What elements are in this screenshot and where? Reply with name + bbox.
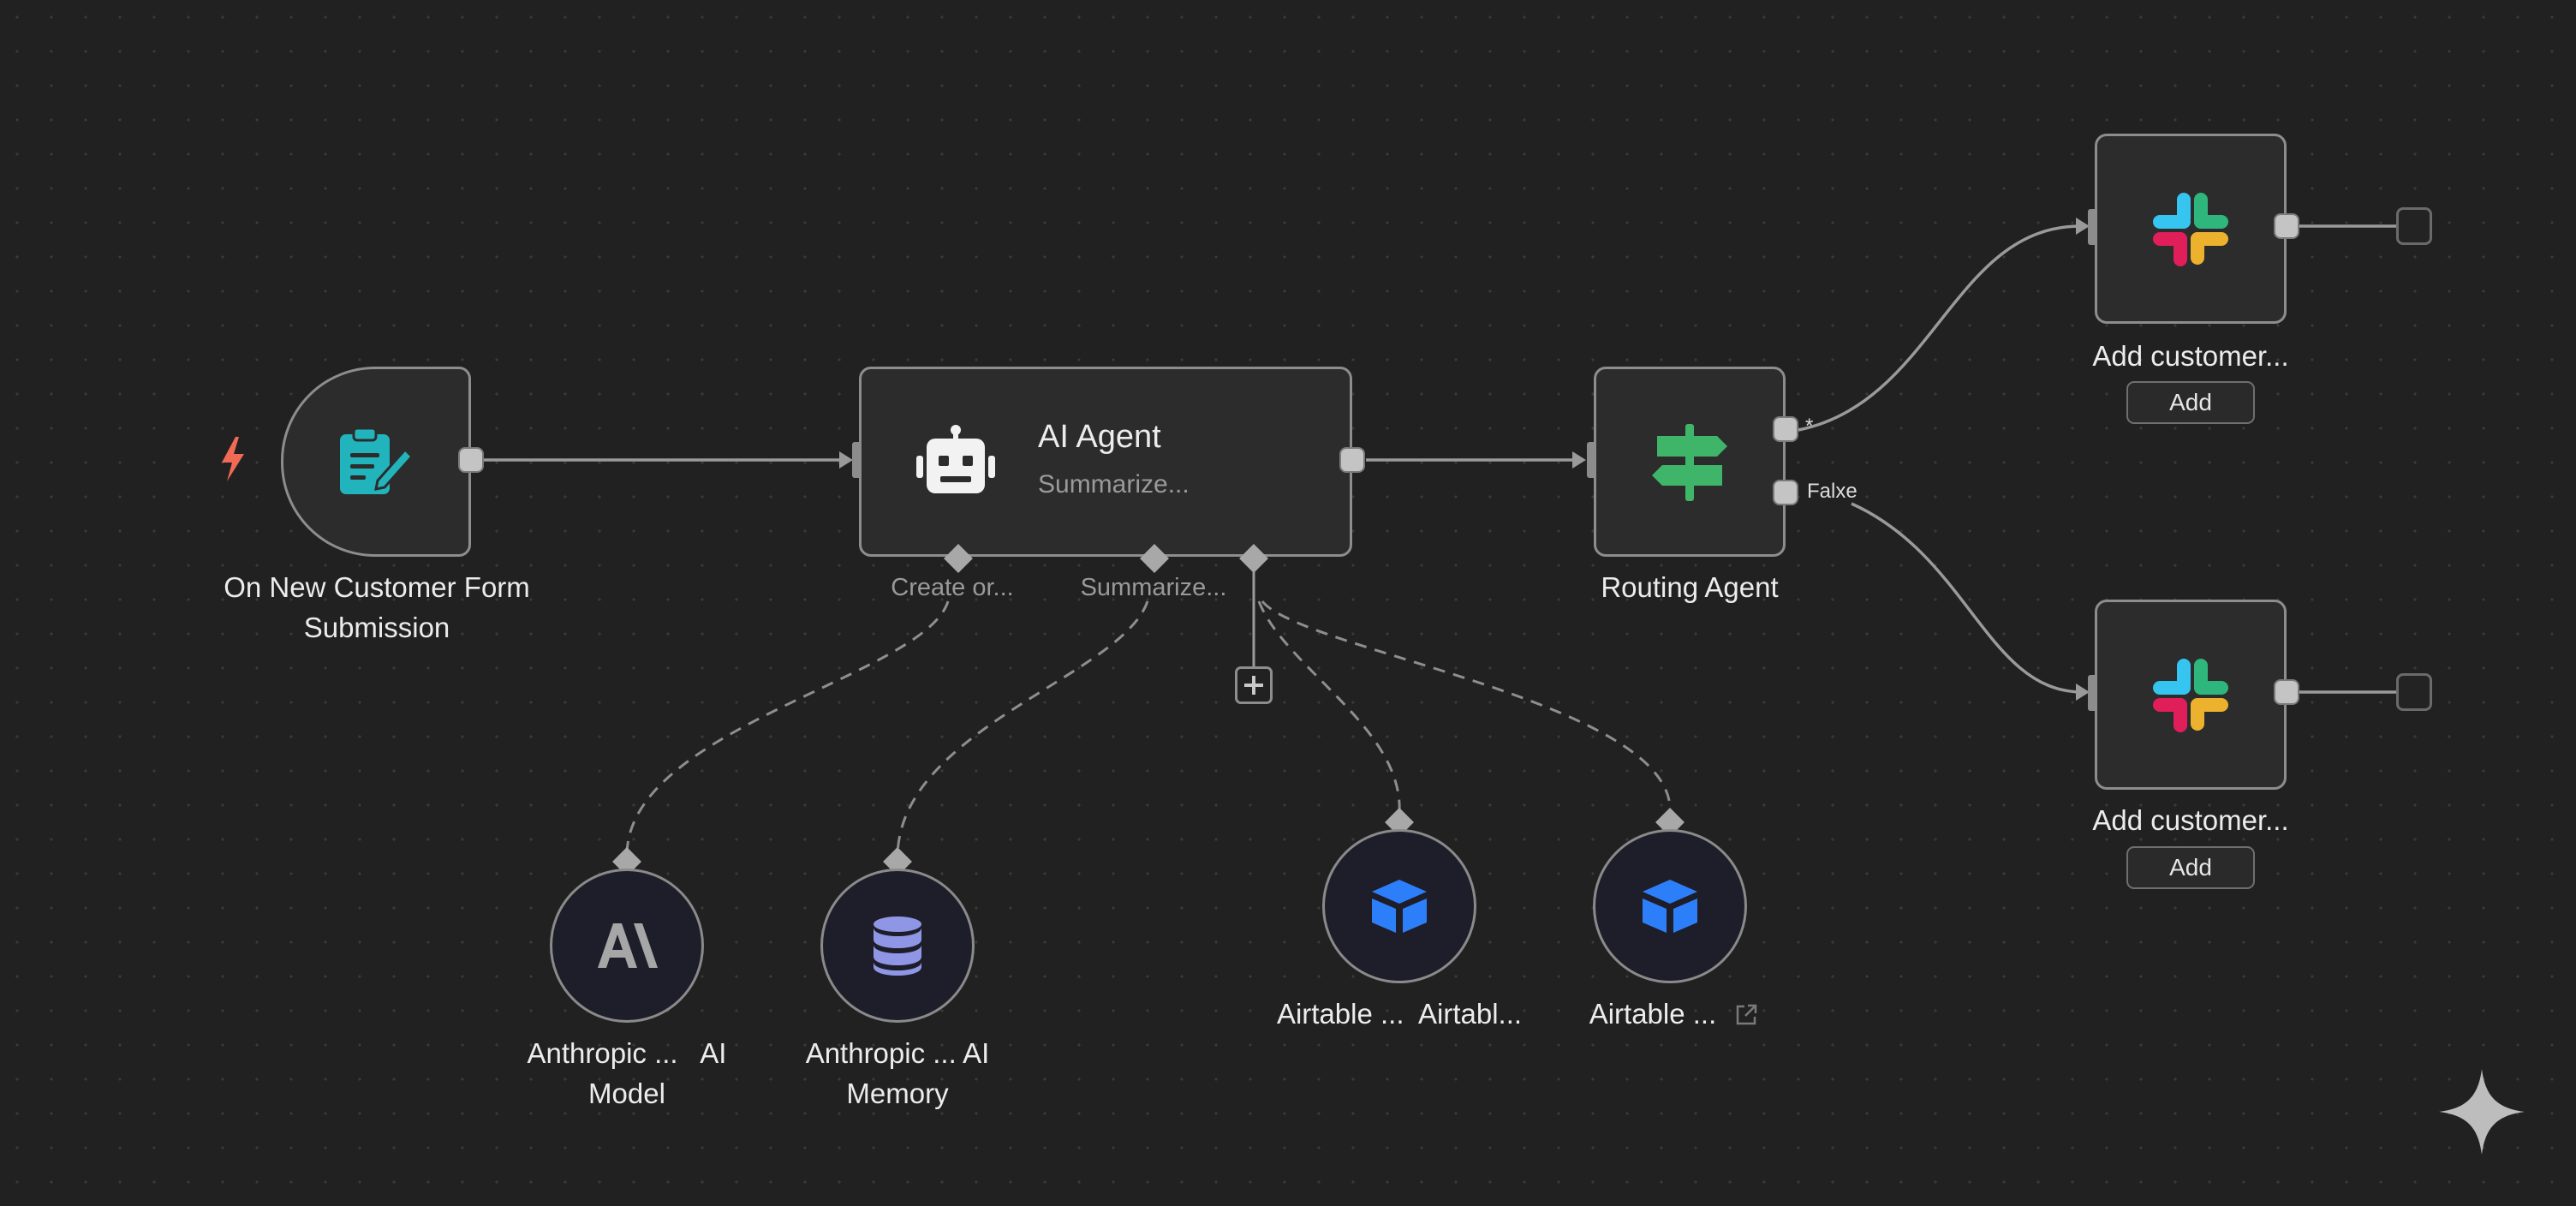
edge-routing-false-to-slack <box>1851 502 2084 694</box>
slack-true-add-button[interactable]: Add <box>2126 381 2255 424</box>
node-airtable-1[interactable] <box>1322 829 1476 983</box>
agent-subtitle: Summarize... <box>1038 470 1190 499</box>
slack-icon <box>2097 136 2284 321</box>
node-form-trigger[interactable] <box>281 367 471 557</box>
slack-icon <box>2097 602 2284 787</box>
slack-false-output-port[interactable] <box>2274 679 2299 705</box>
node-anthropic-memory[interactable] <box>820 869 975 1023</box>
anthropic-model-label-line1: Anthropic ... AI <box>527 1037 727 1069</box>
routing-output-true[interactable] <box>1773 416 1798 442</box>
slack-false-add-button[interactable]: Add <box>2126 846 2255 889</box>
port-summarize-label: Summarize... <box>1080 574 1227 601</box>
anthropic-memory-label: Anthropic ... AI Memory <box>769 1033 1026 1113</box>
trigger-label: On New Customer Form Submission <box>171 567 582 648</box>
node-ai-agent[interactable]: AI Agent Summarize... <box>859 367 1352 557</box>
trigger-indicator <box>216 435 250 483</box>
plus-icon <box>1244 676 1263 695</box>
true-branch-label: * <box>1805 415 1814 438</box>
trigger-label-line2: Submission <box>303 612 450 643</box>
edge-agent-to-airtable-2 <box>1261 600 1672 815</box>
signpost-icon <box>1596 369 1783 554</box>
airtable-2-label: Airtable ... <box>1589 998 1717 1030</box>
node-slack-false[interactable] <box>2095 600 2287 790</box>
false-branch-label: Falxe <box>1807 480 1857 503</box>
database-icon <box>823 871 972 1020</box>
anthropic-model-label: Anthropic ... AI Model <box>498 1033 755 1113</box>
node-slack-true[interactable] <box>2095 134 2287 324</box>
anthropic-memory-label-line2: Memory <box>846 1078 949 1109</box>
trigger-output-port[interactable] <box>458 447 484 473</box>
agent-title: AI Agent <box>1038 419 1161 455</box>
airtable-icon <box>1595 832 1744 981</box>
slack-false-end-handle[interactable] <box>2396 673 2432 711</box>
node-routing-agent[interactable] <box>1594 367 1786 557</box>
node-airtable-2[interactable] <box>1593 829 1747 983</box>
slack-true-label: Add customer... <box>2092 340 2289 372</box>
anthropic-memory-label-line1: Anthropic ... AI <box>805 1037 990 1069</box>
routing-output-false[interactable] <box>1773 480 1798 505</box>
external-link-icon[interactable] <box>1732 1000 1761 1030</box>
slack-false-label: Add customer... <box>2092 804 2289 836</box>
airtable-1-label: Airtable ... Airtabl... <box>1276 998 1523 1030</box>
edge-agent-to-anthropic-memory <box>896 600 1149 857</box>
routing-label: Routing Agent <box>1601 571 1779 603</box>
edge-routing-true-to-slack <box>1798 224 2084 432</box>
airtable-icon <box>1325 832 1474 981</box>
add-tool-button[interactable] <box>1235 666 1273 704</box>
anthropic-icon <box>552 871 701 1020</box>
slack-true-output-port[interactable] <box>2274 213 2299 239</box>
anthropic-model-label-line2: Model <box>588 1078 665 1109</box>
node-anthropic-model[interactable] <box>550 869 704 1023</box>
lightning-icon <box>222 437 244 481</box>
edge-agent-to-airtable-1 <box>1257 600 1401 815</box>
form-edit-icon <box>283 369 468 554</box>
port-create-label: Create or... <box>891 574 1014 601</box>
edge-agent-to-anthropic-model <box>625 600 950 857</box>
slack-true-end-handle[interactable] <box>2396 207 2432 245</box>
robot-icon <box>913 422 999 501</box>
agent-output-port[interactable] <box>1339 447 1365 473</box>
trigger-label-line1: On New Customer Form <box>224 571 530 603</box>
sparkle-icon <box>2437 1067 2526 1156</box>
